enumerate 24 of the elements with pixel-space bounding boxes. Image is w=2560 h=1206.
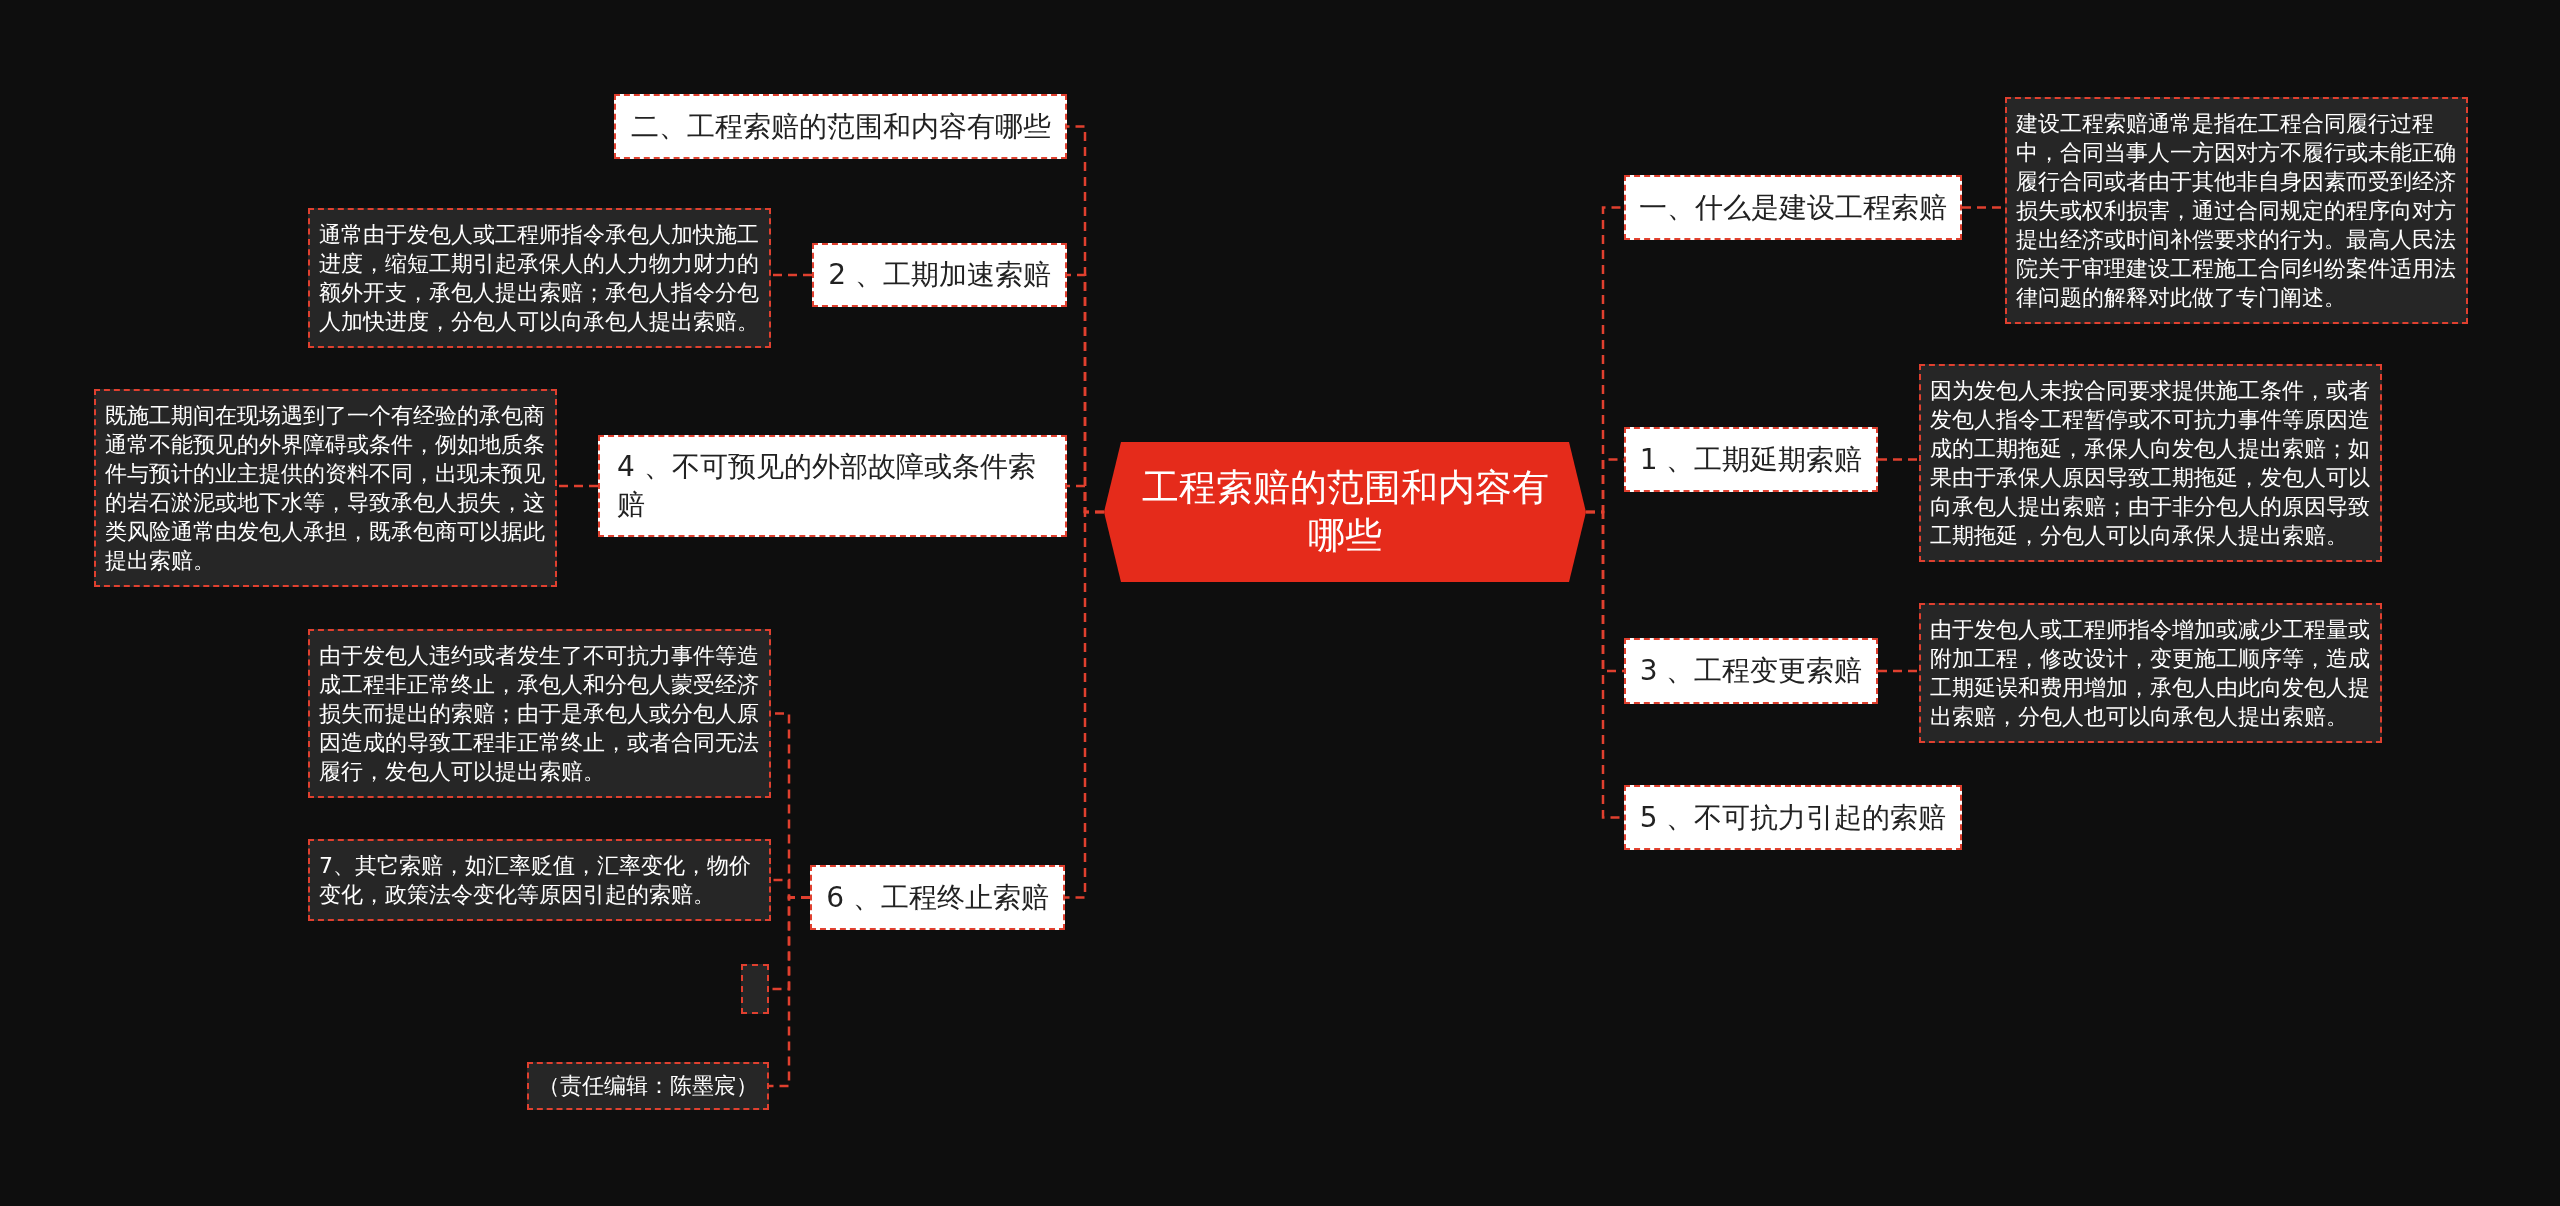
hexagon-topic: 工程索赔的范围和内容有哪些 [1104, 442, 1586, 582]
empty-box [741, 964, 769, 1014]
topic-box: 2 、工期加速索赔 [812, 243, 1067, 307]
note-box: 因为发包人未按合同要求提供施工条件，或者发包人指令工程暂停或不可抗力事件等原因造成的工期拖延，承保人向发包人提出索赔；如果由于承保人原因导致工期拖延，发包人可以向承包人提出索赔；由于非分包人的原因导致工期拖延，分包人可以向承保人提出索赔。 [1919, 364, 2382, 562]
note-box: （责任编辑：陈墨宸） [527, 1062, 769, 1110]
note-box: 既施工期间在现场遇到了一个有经验的承包商通常不能预见的外界障碍或条件，例如地质条件与预计的业主提供的资料不同，出现未预见的岩石淤泥或地下水等，导致承包人损失，这类风险通常由发包人承担，既承包商可以据此提出索赔。 [94, 389, 557, 587]
note-box: 由于发包人违约或者发生了不可抗力事件等造成工程非正常终止，承包人和分包人蒙受经济损失而提出的索赔；由于是承包人或分包人原因造成的导致工程非正常终止，或者合同无法履行，发包人可以提出索赔。 [308, 629, 771, 798]
connector-line [557, 484, 598, 488]
note-box: 由于发包人或工程师指令增加或减少工程量或附加工程，修改设计，变更施工顺序等，造成工期延误和费用增加，承包人由此向发包人提出索赔，分包人也可以向承包人提出索赔。 [1919, 603, 2382, 743]
topic-box: 1 、工期延期索赔 [1624, 427, 1878, 492]
topic-box: 6 、工程终止索赔 [810, 865, 1065, 930]
topic-box: 4 、不可预见的外部故障或条件索赔 [598, 435, 1067, 537]
note-box: 通常由于发包人或工程师指令承包人加快施工进度，缩短工期引起承保人的人力物力财力的额外开支，承包人提出索赔；承包人指令分包人加快进度，分包人可以向承包人提出索赔。 [308, 208, 771, 348]
topic-box: 5 、不可抗力引起的索赔 [1624, 785, 1962, 850]
topic-box: 二、工程索赔的范围和内容有哪些 [614, 94, 1067, 159]
connector-line [1878, 458, 1919, 461]
topic-box: 一、什么是建设工程索赔 [1624, 175, 1962, 240]
topic-box: 3 、工程变更索赔 [1624, 638, 1878, 704]
connector-line [1065, 510, 1104, 899]
note-box: 7、其它索赔，如汇率贬值，汇率变化，物价变化，政策法令变化等原因引起的索赔。 [308, 839, 771, 921]
connector-line [1878, 669, 1919, 673]
note-box: 建设工程索赔通常是指在工程合同履行过程中，合同当事人一方因对方不履行或未能正确履行合同或者由于其他非自身因素而受到经济损失或权利损害，通过合同规定的程序向对方提出经济或时间补偿要求的行为。最高人民法院关于审理建设工程施工合同纠纷案件适用法律问题的解释对此做了专门阐述。 [2005, 97, 2468, 324]
connector-line [769, 896, 810, 1088]
connector-line [771, 273, 812, 277]
